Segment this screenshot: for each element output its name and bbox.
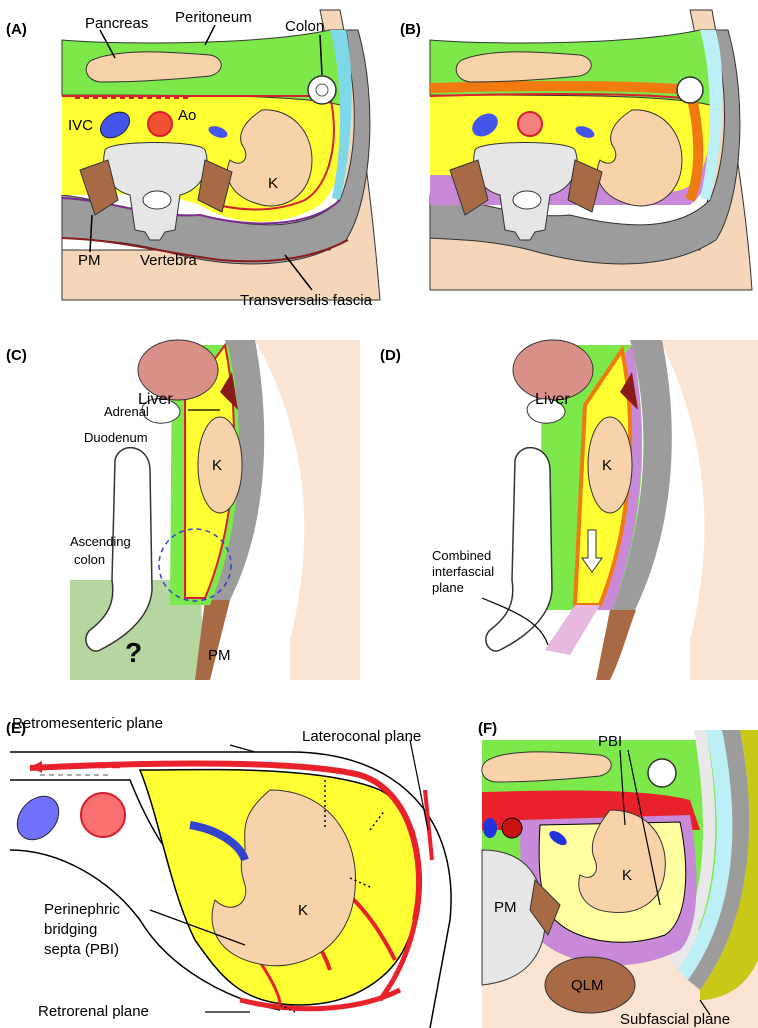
panel-d-label: (D) — [380, 347, 401, 364]
panel-e-retrorenal-label: Retrorenal plane — [38, 1003, 149, 1020]
panel-e: (E) — [6, 715, 451, 1028]
panel-c: (C) Liver Adrenal Duodenum K Ascending c… — [6, 340, 360, 680]
panel-e-pbs-label-2: bridging — [44, 921, 97, 938]
panel-a: (A) — [6, 9, 380, 309]
panel-a-label: (A) — [6, 21, 27, 38]
panel-b: (B) — [400, 10, 752, 290]
panel-a-pancreas-label: Pancreas — [85, 15, 148, 32]
panel-c-question-label: ? — [125, 637, 142, 668]
panel-a-ao-label: Ao — [178, 107, 196, 124]
panel-a-k-label: K — [268, 175, 278, 192]
panel-e-ivc — [9, 788, 67, 848]
panel-a-peritoneum-label: Peritoneum — [175, 9, 252, 26]
panel-e-aorta — [81, 793, 125, 837]
panel-d-combined-label-1: Combined — [432, 548, 491, 563]
panel-a-colon — [308, 76, 336, 104]
panel-e-retromesenteric-label: Retromesenteric plane — [12, 715, 163, 732]
panel-f: (F) PBI PM K — [478, 720, 758, 1028]
panel-e-k-label: K — [298, 902, 308, 919]
panel-d-liver-label: Liver — [535, 391, 570, 408]
panel-c-ascending-label-1: Ascending — [70, 534, 131, 549]
panel-c-adrenal-label: Adrenal — [104, 404, 149, 419]
panel-a-transversalis-label: Transversalis fascia — [240, 292, 373, 309]
panel-d-combined-label-3: plane — [432, 580, 464, 595]
panel-f-k-label: K — [622, 867, 632, 884]
panel-b-label: (B) — [400, 21, 421, 38]
panel-a-colon-label: Colon — [285, 18, 324, 35]
panel-f-qlm-label: QLM — [571, 977, 604, 994]
panel-c-pm-label: PM — [208, 647, 231, 664]
panel-f-subfascial-label: Subfascial plane — [620, 1011, 730, 1028]
panel-a-ivc-label: IVC — [68, 117, 93, 134]
panel-a-vertebra-label: Vertebra — [140, 252, 197, 269]
panel-f-pm-label: PM — [494, 899, 517, 916]
panel-d-k-label: K — [602, 457, 612, 474]
panel-d: (D) Liver K Combined interfascial plane — [380, 340, 758, 680]
panel-c-duodenum-label: Duodenum — [84, 430, 148, 445]
panel-e-lateroconal-label: Lateroconal plane — [302, 728, 421, 745]
panel-e-pbs-label-1: Perinephric — [44, 901, 120, 918]
panel-d-combined-label-2: interfascial — [432, 564, 494, 579]
panel-a-aorta — [148, 112, 172, 136]
panel-c-ascending-label-2: colon — [74, 552, 105, 567]
panel-c-label: (C) — [6, 347, 27, 364]
panel-f-label: (F) — [478, 720, 497, 737]
panel-c-k-label: K — [212, 457, 222, 474]
panel-f-pbi-label: PBI — [598, 733, 622, 750]
panel-a-pm-label: PM — [78, 252, 101, 269]
panel-e-pbs-label-3: septa (PBI) — [44, 941, 119, 958]
